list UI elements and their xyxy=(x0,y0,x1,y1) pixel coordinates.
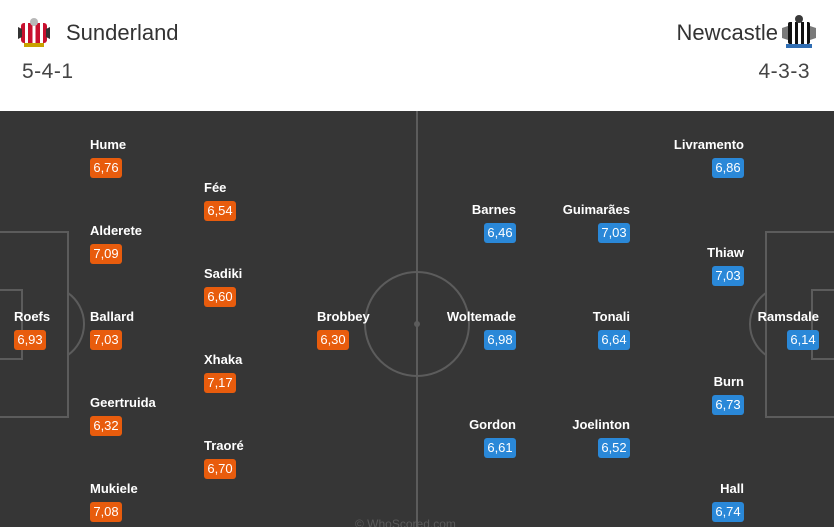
player-name: Joelinton xyxy=(572,417,630,432)
newcastle-crest-icon xyxy=(782,15,816,48)
player-rating: 7,03 xyxy=(712,266,744,286)
player-away-gordon[interactable]: Gordon 6,61 xyxy=(396,417,516,461)
watermark: © WhoScored.com xyxy=(355,517,456,527)
player-home-xhaka[interactable]: Xhaka 7,17 xyxy=(204,352,324,396)
pitch: Hume 6,76 Fée 6,54 Alderete 7,09 Sadiki … xyxy=(0,111,834,527)
player-rating: 7,03 xyxy=(90,330,122,350)
player-home-ballard[interactable]: Ballard 7,03 xyxy=(90,309,210,353)
player-home-traore[interactable]: Traoré 6,70 xyxy=(204,438,324,482)
player-name: Thiaw xyxy=(707,245,744,260)
player-rating: 7,03 xyxy=(598,223,630,243)
player-rating: 6,54 xyxy=(204,201,236,221)
player-name: Fée xyxy=(204,180,227,195)
player-rating: 6,74 xyxy=(712,502,744,522)
player-name: Alderete xyxy=(90,223,143,238)
player-away-burn[interactable]: Burn 6,73 xyxy=(624,374,744,418)
player-name: Woltemade xyxy=(446,309,516,324)
player-rating: 6,93 xyxy=(14,330,46,350)
player-name: Xhaka xyxy=(204,352,243,367)
player-name: Barnes xyxy=(471,202,516,217)
player-name: Burn xyxy=(713,374,744,389)
player-away-livramento[interactable]: Livramento 6,86 xyxy=(624,137,744,181)
player-name: Hume xyxy=(90,137,127,152)
player-rating: 6,46 xyxy=(484,223,516,243)
player-name: Guimarães xyxy=(562,202,630,217)
match-header: Sunderland 5-4-1 Newcastle 4-3-3 xyxy=(0,0,834,104)
player-away-ramsdale[interactable]: Ramsdale 6,14 xyxy=(699,309,819,353)
player-home-mukiele[interactable]: Mukiele 7,08 xyxy=(90,481,210,525)
player-rating: 7,09 xyxy=(90,244,122,264)
away-formation: 4-3-3 xyxy=(758,60,810,83)
player-away-woltemade[interactable]: Woltemade 6,98 xyxy=(396,309,516,353)
player-away-thiaw[interactable]: Thiaw 7,03 xyxy=(624,245,744,289)
player-name: Brobbey xyxy=(317,309,370,324)
away-team-name[interactable]: Newcastle xyxy=(676,20,778,45)
player-home-geertruida[interactable]: Geertruida 6,32 xyxy=(90,395,210,439)
sunderland-crest-icon xyxy=(18,18,50,47)
player-away-joelinton[interactable]: Joelinton 6,52 xyxy=(510,417,630,461)
player-rating: 6,76 xyxy=(90,158,122,178)
player-rating: 6,70 xyxy=(204,459,236,479)
home-formation: 5-4-1 xyxy=(22,60,74,83)
player-rating: 6,64 xyxy=(598,330,630,350)
home-team-name[interactable]: Sunderland xyxy=(66,20,179,45)
player-away-tonali[interactable]: Tonali 6,64 xyxy=(510,309,630,353)
player-rating: 6,60 xyxy=(204,287,236,307)
player-rating: 6,52 xyxy=(598,438,630,458)
player-home-hume[interactable]: Hume 6,76 xyxy=(90,137,210,181)
player-name: Gordon xyxy=(469,417,516,432)
pitch-markings xyxy=(0,111,834,527)
player-home-sadiki[interactable]: Sadiki 6,60 xyxy=(204,266,324,310)
player-rating: 6,14 xyxy=(787,330,819,350)
player-name: Livramento xyxy=(673,137,744,152)
player-rating: 7,08 xyxy=(90,502,122,522)
player-name: Roefs xyxy=(14,309,51,324)
player-away-hall[interactable]: Hall 6,74 xyxy=(624,481,744,525)
player-rating: 6,86 xyxy=(712,158,744,178)
player-name: Geertruida xyxy=(90,395,156,410)
player-home-brobbey[interactable]: Brobbey 6,30 xyxy=(317,309,437,353)
player-home-alderete[interactable]: Alderete 7,09 xyxy=(90,223,210,267)
player-rating: 6,98 xyxy=(484,330,516,350)
player-rating: 6,30 xyxy=(317,330,349,350)
player-rating: 6,61 xyxy=(484,438,516,458)
player-away-guimaraes[interactable]: Guimarães 7,03 xyxy=(510,202,630,246)
player-home-fee[interactable]: Fée 6,54 xyxy=(204,180,324,224)
player-name: Tonali xyxy=(592,309,630,324)
player-rating: 6,32 xyxy=(90,416,122,436)
player-name: Sadiki xyxy=(204,266,243,281)
player-rating: 7,17 xyxy=(204,373,236,393)
player-name: Mukiele xyxy=(90,481,138,496)
player-name: Traoré xyxy=(204,438,244,453)
player-rating: 6,73 xyxy=(712,395,744,415)
player-name: Ballard xyxy=(90,309,135,324)
player-name: Hall xyxy=(720,481,744,496)
player-away-barnes[interactable]: Barnes 6,46 xyxy=(396,202,516,246)
player-name: Ramsdale xyxy=(757,309,819,324)
player-home-roefs[interactable]: Roefs 6,93 xyxy=(14,309,134,353)
